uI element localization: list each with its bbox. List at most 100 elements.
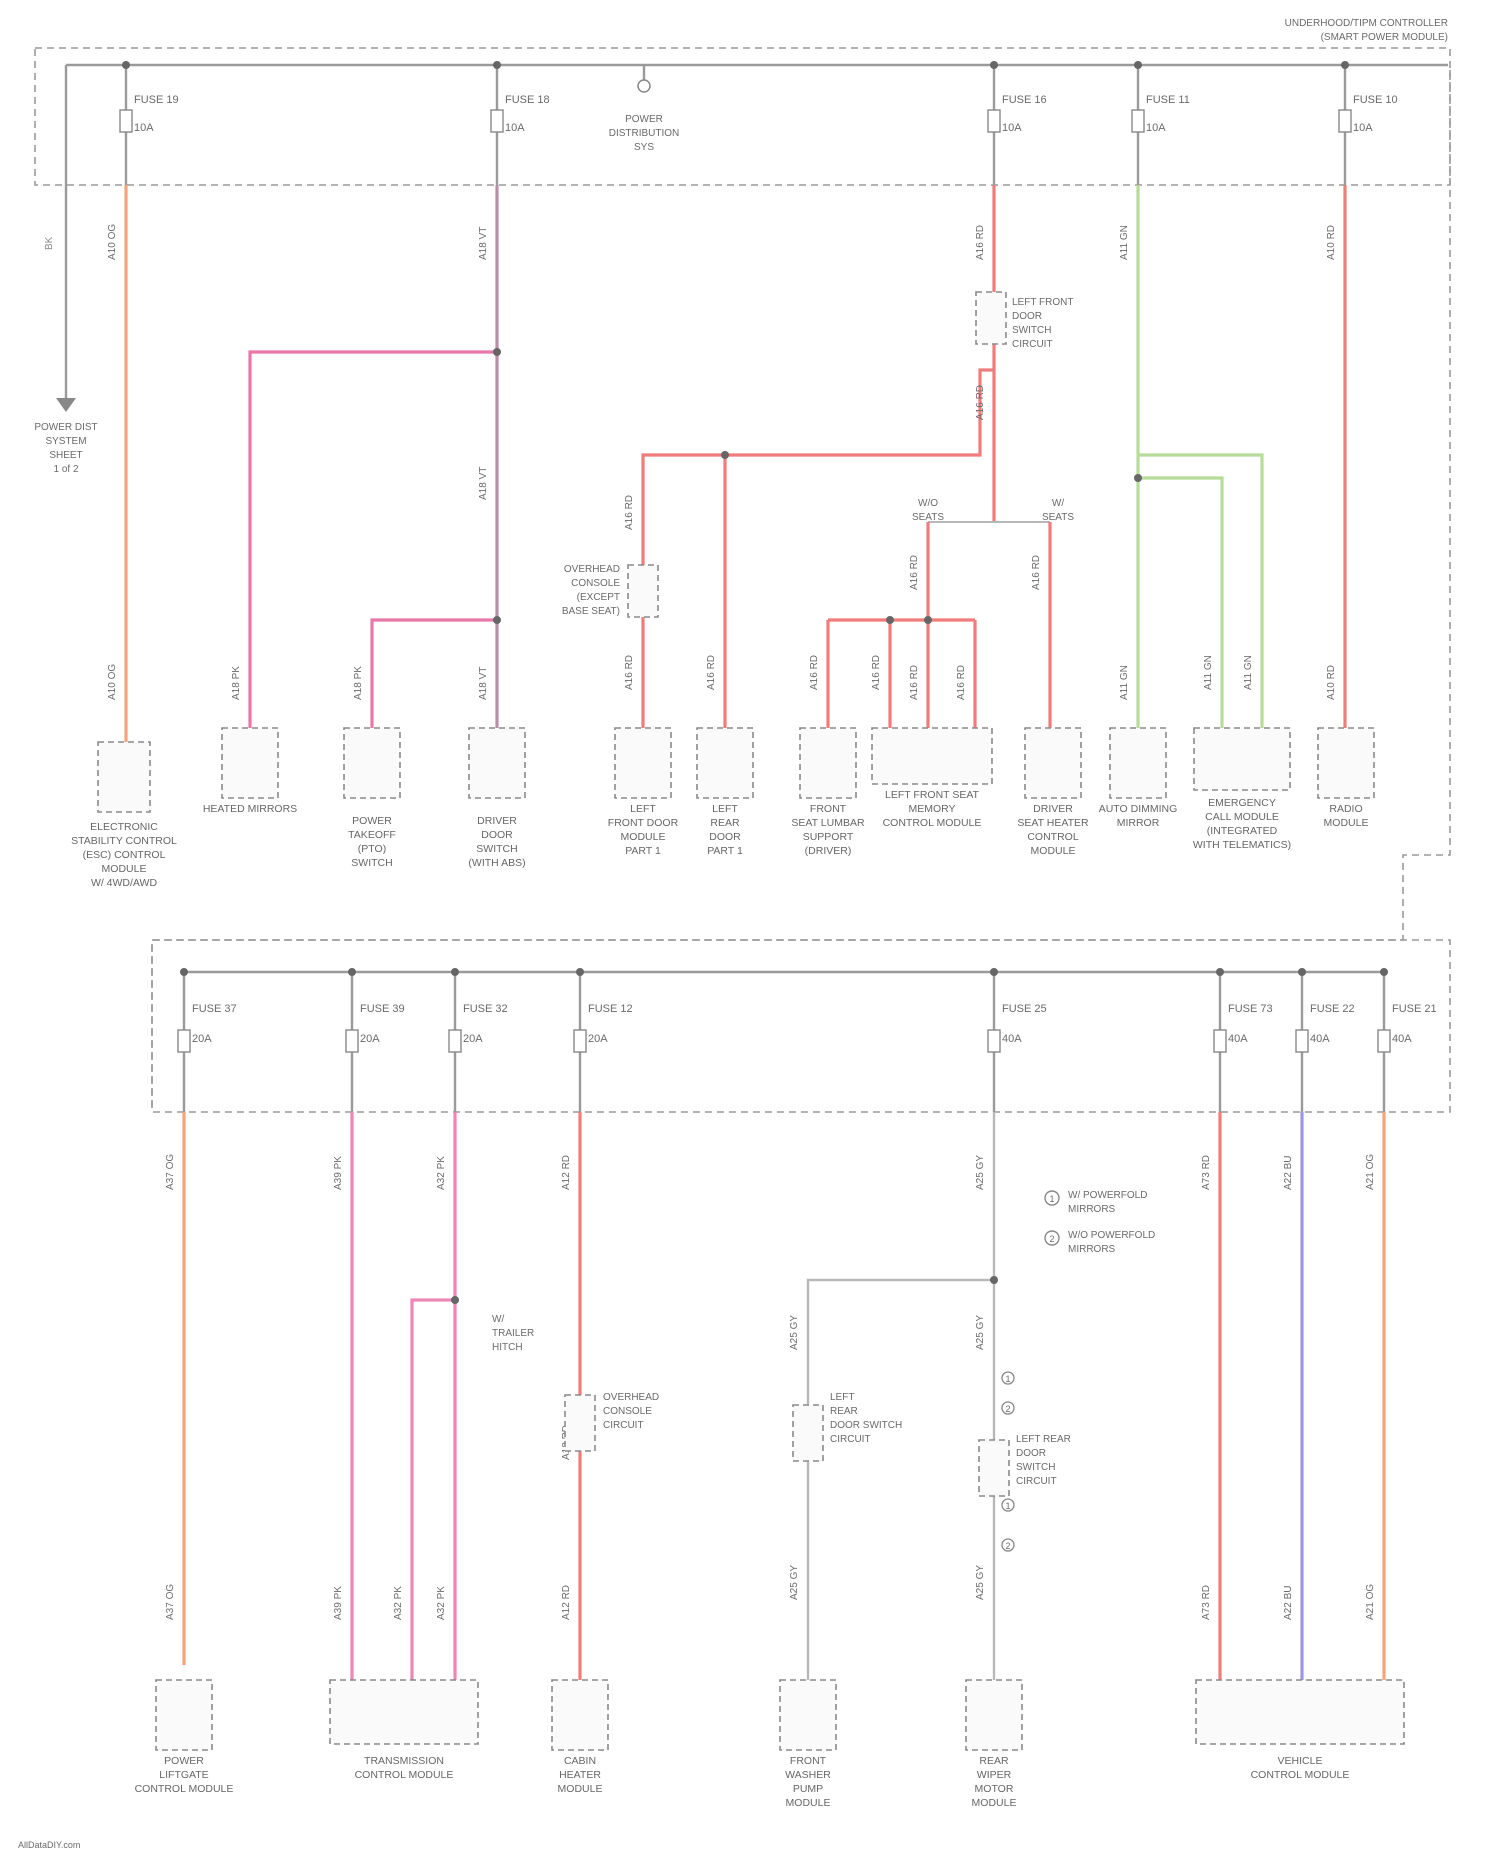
svg-text:A18 PK: A18 PK: [231, 666, 242, 700]
component-seat-heater: DRIVER SEAT HEATER CONTROL MODULE: [1017, 728, 1089, 857]
svg-text:A16 RD: A16 RD: [706, 655, 717, 690]
svg-text:SUPPORT: SUPPORT: [803, 831, 854, 843]
fuse-bot-4: FUSE 12 20A: [574, 968, 633, 1112]
svg-text:A25 GY: A25 GY: [975, 1565, 986, 1600]
component-front-washer: FRONT WASHER PUMP MODULE: [780, 1680, 836, 1809]
splice-w-seats-1: W/: [1052, 498, 1064, 509]
fuse-top-4-amps: 10A: [1146, 122, 1166, 134]
svg-text:HEATED MIRRORS: HEATED MIRRORS: [203, 803, 297, 815]
svg-text:A73 RD: A73 RD: [1201, 1155, 1212, 1190]
svg-text:FUSE 39: FUSE 39: [360, 1003, 405, 1015]
svg-text:A16 RD: A16 RD: [871, 655, 882, 690]
top-fuse-frame: [35, 48, 1450, 185]
svg-text:FUSE 73: FUSE 73: [1228, 1003, 1273, 1015]
svg-text:FUSE 22: FUSE 22: [1310, 1003, 1355, 1015]
svg-text:A16 RD: A16 RD: [975, 225, 986, 260]
splice-oc-4: BASE SEAT): [562, 606, 620, 617]
svg-text:W/ POWERFOLD: W/ POWERFOLD: [1068, 1190, 1147, 1201]
fuse-bot-5: FUSE 25 40A: [988, 968, 1047, 1112]
svg-text:MODULE: MODULE: [621, 831, 666, 843]
svg-text:FRONT DOOR: FRONT DOOR: [608, 817, 679, 829]
svg-text:W/O POWERFOLD: W/O POWERFOLD: [1068, 1230, 1155, 1241]
bottom-fuse-frame: [152, 940, 1450, 1112]
svg-text:FRONT: FRONT: [810, 803, 847, 815]
component-left-rear-door: LEFT REAR DOOR PART 1: [697, 728, 753, 857]
svg-text:DRIVER: DRIVER: [1033, 803, 1073, 815]
bottom-components: POWER LIFTGATE CONTROL MODULE TRANSMISSI…: [135, 1680, 1404, 1809]
fuse-top-5-amps: 10A: [1353, 122, 1373, 134]
svg-text:MODULE: MODULE: [1031, 845, 1076, 857]
svg-text:CONTROL: CONTROL: [1027, 831, 1078, 843]
svg-text:CONSOLE: CONSOLE: [603, 1406, 652, 1417]
splice-oc-3: (EXCEPT: [577, 592, 620, 603]
fuse-top-1-name: FUSE 19: [134, 94, 179, 106]
fuse-bot-2: FUSE 39 20A: [346, 968, 405, 1112]
svg-text:(DRIVER): (DRIVER): [805, 845, 852, 857]
svg-text:2: 2: [1049, 1234, 1054, 1244]
svg-text:FUSE 32: FUSE 32: [463, 1003, 508, 1015]
svg-text:A22 BU: A22 BU: [1283, 1156, 1294, 1190]
svg-text:MODULE: MODULE: [786, 1797, 831, 1809]
svg-text:A25 GY: A25 GY: [975, 1155, 986, 1190]
frame-link: [152, 70, 1450, 1110]
fuse-top-5-name: FUSE 10: [1353, 94, 1398, 106]
svg-text:MODULE: MODULE: [1324, 817, 1369, 829]
svg-text:A18 VT: A18 VT: [478, 467, 489, 500]
legend-item-2: 2 W/O POWERFOLD MIRRORS: [1045, 1230, 1155, 1255]
svg-text:LEFT: LEFT: [630, 803, 656, 815]
svg-text:SWITCH: SWITCH: [1016, 1462, 1055, 1473]
svg-text:LIFTGATE: LIFTGATE: [159, 1769, 208, 1781]
header-title-line2: (SMART POWER MODULE): [1321, 32, 1448, 43]
svg-text:40A: 40A: [1002, 1033, 1022, 1045]
svg-text:CALL MODULE: CALL MODULE: [1205, 811, 1279, 823]
svg-text:A10 RD: A10 RD: [1326, 225, 1337, 260]
svg-text:1: 1: [1005, 1501, 1010, 1511]
svg-text:A32 PK: A32 PK: [436, 1156, 447, 1190]
svg-text:A39 PK: A39 PK: [333, 1156, 344, 1190]
svg-text:SWITCH: SWITCH: [351, 857, 392, 869]
svg-text:A11 GN: A11 GN: [1119, 225, 1130, 260]
svg-text:2: 2: [1005, 1404, 1010, 1414]
svg-text:REAR: REAR: [830, 1406, 858, 1417]
svg-text:A22 BU: A22 BU: [1283, 1586, 1294, 1620]
splice-oc-2: CONSOLE: [571, 578, 620, 589]
svg-text:SEAT LUMBAR: SEAT LUMBAR: [791, 817, 865, 829]
svg-text:20A: 20A: [192, 1033, 212, 1045]
svg-text:MEMORY: MEMORY: [908, 803, 955, 815]
svg-text:DOOR: DOOR: [481, 829, 513, 841]
component-radio-module: RADIO MODULE: [1318, 728, 1374, 829]
svg-text:(WITH ABS): (WITH ABS): [468, 857, 525, 869]
splice-lfd-1: LEFT FRONT: [1012, 297, 1073, 308]
svg-text:A10 OG: A10 OG: [107, 224, 118, 260]
component-power-liftgate: POWER LIFTGATE CONTROL MODULE: [135, 1680, 234, 1795]
svg-text:40A: 40A: [1310, 1033, 1330, 1045]
ground-ref-line-3: SHEET: [49, 450, 82, 461]
svg-text:CONTROL MODULE: CONTROL MODULE: [355, 1769, 454, 1781]
legend: 1 W/ POWERFOLD MIRRORS 2 W/O POWERFOLD M…: [1045, 1190, 1155, 1255]
ground-ref-line-2: SYSTEM: [45, 436, 86, 447]
fuse-top-4: FUSE 11 10A: [1132, 61, 1190, 185]
svg-text:A25 GY: A25 GY: [789, 1315, 800, 1350]
svg-text:LEFT REAR: LEFT REAR: [1016, 1434, 1071, 1445]
splice-lfd-3: SWITCH: [1012, 325, 1051, 336]
svg-text:STABILITY CONTROL: STABILITY CONTROL: [71, 835, 177, 847]
fuse-top-4-name: FUSE 11: [1146, 94, 1190, 106]
svg-text:A16 RD: A16 RD: [809, 655, 820, 690]
svg-text:A11 GN: A11 GN: [1243, 655, 1254, 690]
splice-wo-seats-1: W/O: [918, 498, 938, 509]
svg-text:FUSE 25: FUSE 25: [1002, 1003, 1047, 1015]
svg-text:40A: 40A: [1228, 1033, 1248, 1045]
fuse-bot-1: FUSE 37 20A: [178, 968, 237, 1112]
fuse-top-1: FUSE 19 10A: [120, 61, 179, 185]
svg-text:20A: 20A: [588, 1033, 608, 1045]
svg-text:A16 RD: A16 RD: [624, 495, 635, 530]
svg-text:CIRCUIT: CIRCUIT: [603, 1420, 644, 1431]
component-left-front-door-module: LEFT FRONT DOOR MODULE PART 1: [608, 728, 679, 857]
svg-text:FRONT: FRONT: [790, 1755, 827, 1767]
svg-text:CIRCUIT: CIRCUIT: [1016, 1476, 1057, 1487]
svg-text:A37 OG: A37 OG: [165, 1154, 176, 1190]
svg-text:DOOR: DOOR: [1016, 1448, 1046, 1459]
svg-text:WASHER: WASHER: [785, 1769, 831, 1781]
svg-text:LEFT: LEFT: [712, 803, 738, 815]
wire-f32-branch: [412, 1300, 455, 1680]
